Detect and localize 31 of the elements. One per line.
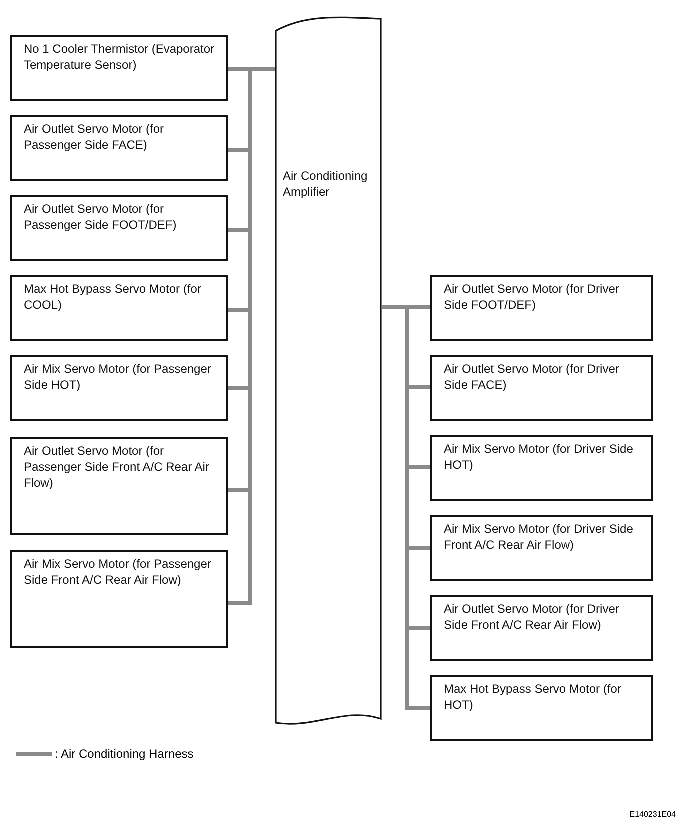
component-box [10, 35, 228, 101]
component-label: Air Outlet Servo Motor (for Driver Side Front A/C Rear Air Flow) [444, 601, 620, 633]
component-box [430, 355, 653, 421]
component-box [10, 437, 228, 535]
amplifier-label: Air Conditioning Amplifier [283, 168, 369, 200]
component-label: Air Mix Servo Motor (for Passenger Side HOT) [24, 361, 212, 393]
amplifier-band [275, 15, 382, 727]
component-label: Air Outlet Servo Motor (for Passenger Side FACE) [24, 121, 166, 153]
component-label: Air Mix Servo Motor (for Driver Side HOT) [444, 441, 634, 473]
component-box [430, 595, 653, 661]
harness-line [382, 305, 430, 710]
component-label: Air Mix Servo Motor (for Driver Side Front A/C Rear Air Flow) [444, 521, 634, 553]
component-box [430, 675, 653, 741]
component-label: Air Outlet Servo Motor (for Passenger Side FOOT/DEF) [24, 201, 178, 233]
component-box [430, 275, 653, 341]
component-box [10, 355, 228, 421]
component-box [10, 195, 228, 261]
component-box [10, 115, 228, 181]
component-label: Air Mix Servo Motor (for Passenger Side Front A/C Rear Air Flow) [24, 556, 212, 588]
component-label: Air Outlet Servo Motor (for Driver Side FACE) [444, 361, 620, 393]
component-box [430, 435, 653, 501]
component-box [10, 550, 228, 648]
component-label: Air Outlet Servo Motor (for Driver Side FOOT/DEF) [444, 281, 620, 313]
component-box [10, 275, 228, 341]
figure-code: E140231E04 [630, 810, 676, 819]
component-label: Max Hot Bypass Servo Motor (for COOL) [24, 281, 202, 313]
component-box [430, 515, 653, 581]
component-label: Air Outlet Servo Motor (for Passenger Side Front A/C Rear Air Flow) [24, 443, 210, 491]
component-label: No 1 Cooler Thermistor (Evaporator Temperature Sensor) [24, 41, 216, 73]
legend-text: : Air Conditioning Harness [55, 747, 194, 761]
component-label: Max Hot Bypass Servo Motor (for HOT) [444, 681, 622, 713]
